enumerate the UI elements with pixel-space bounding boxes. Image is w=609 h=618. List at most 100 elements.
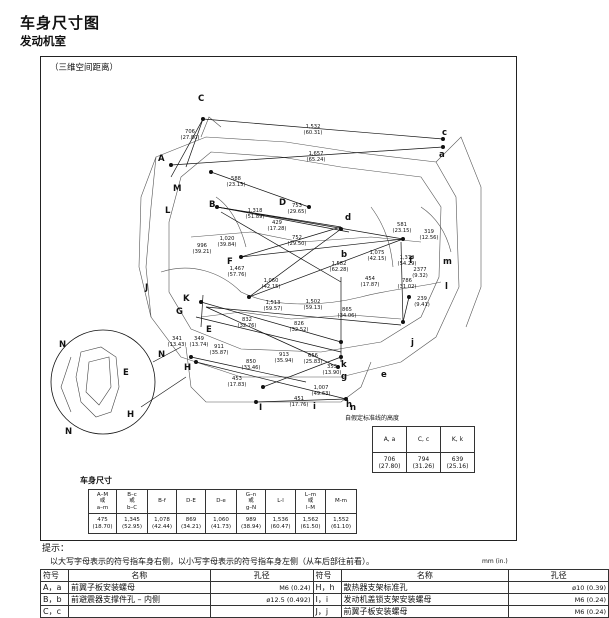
dimension-label: 1,467(57.76) xyxy=(228,266,247,278)
point-label-k: k xyxy=(341,360,347,370)
legend-header: 孔径 xyxy=(508,569,609,582)
point-label-m: m xyxy=(443,257,452,267)
note-text: 以大写字母表示的符号指车身右侧，以小写字母表示的符号指车身左侧（从车后部往前看）… xyxy=(50,557,374,566)
point-label-D: D xyxy=(279,198,286,208)
hole-height-caption: 自假定标准线的高度 xyxy=(345,415,400,422)
legend-cell: M6 (0.24) xyxy=(209,581,314,594)
body-dim-value: 1,060(41.73) xyxy=(205,513,237,534)
body-dim-value: 1,562(61.50) xyxy=(295,513,326,534)
point-label-C: C xyxy=(198,94,204,104)
dimension-label: 353(13.90) xyxy=(323,364,342,376)
dimension-label: 996(39.21) xyxy=(193,243,212,255)
hole-header: A, a xyxy=(372,426,407,453)
legend-cell xyxy=(209,605,314,618)
body-dims-title: 车身尺寸 xyxy=(80,476,112,485)
body-dim-label: D-e xyxy=(205,489,237,514)
body-dim-label: M-m xyxy=(325,489,357,514)
dimension-label: 588(23.15) xyxy=(227,176,246,188)
note-title: 提示： xyxy=(42,544,70,554)
body-dim-value: 1,078(42.44) xyxy=(147,513,177,534)
dimension-label: 1,060(42.15) xyxy=(262,278,281,290)
inset-detail xyxy=(50,329,187,435)
point-label-N: N xyxy=(158,350,165,360)
dimension-label: 752(29.50) xyxy=(288,235,307,247)
dimension-label: 1,075(42.15) xyxy=(368,250,387,262)
dimension-label: 319(12.56) xyxy=(420,229,439,241)
body-dim-value: 1,552(61.10) xyxy=(325,513,357,534)
inset-label-N: N xyxy=(59,340,66,350)
legend-cell: I，i xyxy=(312,593,342,606)
body-dim-label: B-f xyxy=(147,489,177,514)
body-dim-value: 475(18.70) xyxy=(88,513,117,534)
hole-value: 639(25.16) xyxy=(440,452,475,473)
dimension-label: 349(13.74) xyxy=(190,336,209,348)
legend-cell: ø12.5 (0.492) xyxy=(209,593,314,606)
legend-cell xyxy=(67,605,211,618)
body-dim-label: D-E xyxy=(176,489,206,514)
point-label-J: J xyxy=(144,283,148,293)
legend-cell: C，c xyxy=(40,605,69,618)
dimension-label: 1,502(59.13) xyxy=(304,299,323,311)
legend-cell: M6 (0.24) xyxy=(508,605,609,618)
legend-cell: A，a xyxy=(40,581,69,594)
page-subtitle: 发动机室 xyxy=(20,34,66,48)
inset-label-E: E xyxy=(123,368,129,378)
point-label-n: n xyxy=(350,403,356,413)
inset-label-H: H xyxy=(127,410,134,420)
hole-height-table: A, a C, c K, k 706(27.80) 794(31.26) 639… xyxy=(372,426,475,473)
point-label-G: G xyxy=(176,307,183,317)
point-label-b: b xyxy=(341,250,347,260)
point-label-E: E xyxy=(206,325,212,335)
dimension-label: 753(29.65) xyxy=(288,203,307,215)
dimension-label: 1,657(65.24) xyxy=(307,151,326,163)
unit-label: mm (in.) xyxy=(482,558,508,565)
dimension-label: 1,513(59.57) xyxy=(264,300,283,312)
point-label-B: B xyxy=(209,200,215,210)
dimension-label: 913(35.94) xyxy=(275,352,294,364)
dimension-label: 911(35.87) xyxy=(210,344,229,356)
point-label-A: A xyxy=(158,154,165,164)
legend-cell: 散热器支架标准孔 xyxy=(340,581,510,594)
point-label-d: d xyxy=(345,213,351,223)
legend-cell: H，h xyxy=(312,581,342,594)
diagram-caption: （三维空间距离） xyxy=(50,63,119,73)
dimension-label: 451(17.76) xyxy=(290,396,309,408)
hole-header: C, c xyxy=(406,426,441,453)
dimension-label: 706(27.80) xyxy=(181,129,200,141)
point-label-g: g xyxy=(341,372,347,382)
point-label-e: e xyxy=(381,370,387,380)
point-label-H: H xyxy=(184,363,191,373)
legend-cell: 前翼子板安装螺母 xyxy=(67,581,211,594)
dimension-label: 453(17.83) xyxy=(228,376,247,388)
body-dim-value: 1,536(60.47) xyxy=(265,513,296,534)
dimension-label: 832(32.76) xyxy=(238,317,257,329)
body-dim-value: 869(34.21) xyxy=(176,513,206,534)
point-label-f: f xyxy=(409,256,413,266)
legend-header: 符号 xyxy=(40,569,69,582)
dimension-label: 581(23.15) xyxy=(393,222,412,234)
legend-header: 名称 xyxy=(67,569,211,582)
dimension-label: 865(34.06) xyxy=(338,307,357,319)
dimension-label: 1,020(39.84) xyxy=(218,236,237,248)
point-label-l: l xyxy=(445,282,448,292)
dimension-label: 1,582(62.28) xyxy=(330,261,349,273)
dimension-label: 826(32.52) xyxy=(290,321,309,333)
point-label-h: h xyxy=(346,400,352,410)
legend-cell: 发动机盖锁支架安装螺母 xyxy=(340,593,510,606)
point-label-a: a xyxy=(439,150,445,160)
dimension-label: 2377(9.32) xyxy=(412,267,428,279)
legend-cell: 前翼子板安装螺母 xyxy=(340,605,510,618)
point-label-j: j xyxy=(410,338,414,348)
legend-cell: B，b xyxy=(40,593,69,606)
page-title: 车身尺寸图 xyxy=(20,14,101,32)
dimension-label: 1,318(51.89) xyxy=(246,208,265,220)
legend-header: 符号 xyxy=(312,569,342,582)
